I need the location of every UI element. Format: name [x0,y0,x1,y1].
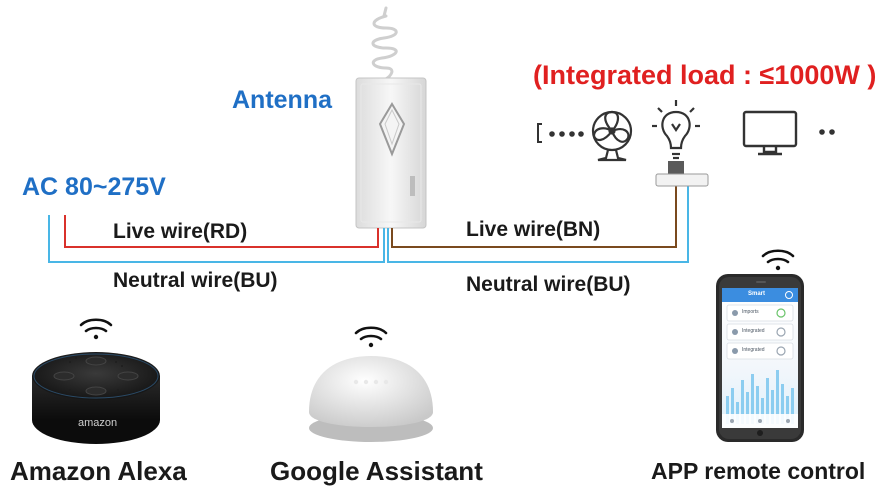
google-assistant-label: Google Assistant [270,456,483,486]
amazon-alexa-label: Amazon Alexa [10,456,187,486]
bulb-socket [655,161,709,187]
wifi-icon [761,249,795,271]
load-dots-left [549,131,584,137]
left-live-wire-label: Live wire(RD) [113,220,248,243]
app-remote-control-label: APP remote control [651,458,866,484]
app-header-title: Smart [748,291,766,297]
monitor-icon [742,110,798,156]
supply-voltage-label: AC 80~275V [22,173,166,201]
left-neutral-wire-label: Neutral wire(BU) [113,269,278,292]
fan-icon [591,110,633,162]
input-wires [48,215,385,263]
wifi-icon [354,326,388,348]
right-neutral-wire-label: Neutral wire(BU) [466,273,631,296]
right-live-wire-label: Live wire(BN) [466,218,601,241]
app-row-label: Integrated [742,328,765,334]
wifi-icon [79,318,113,340]
module-logo-icon [378,102,406,157]
amazon-echo-device [32,352,160,444]
bulb-icon [652,100,700,160]
antenna-label: Antenna [232,86,332,114]
load-dots-right [819,129,835,135]
app-row-label: Imports [742,309,759,315]
echo-brand-label: amazon [78,417,118,429]
smartphone [716,274,804,442]
switch-module [355,77,427,229]
google-home-device [309,356,433,442]
app-row-label: Integrated [742,347,765,353]
load-capacity-label: (Integrated load : ≤1000W ) [533,60,877,90]
load-bracket [537,123,542,143]
antenna-coil [371,6,398,82]
output-wires [387,186,689,263]
